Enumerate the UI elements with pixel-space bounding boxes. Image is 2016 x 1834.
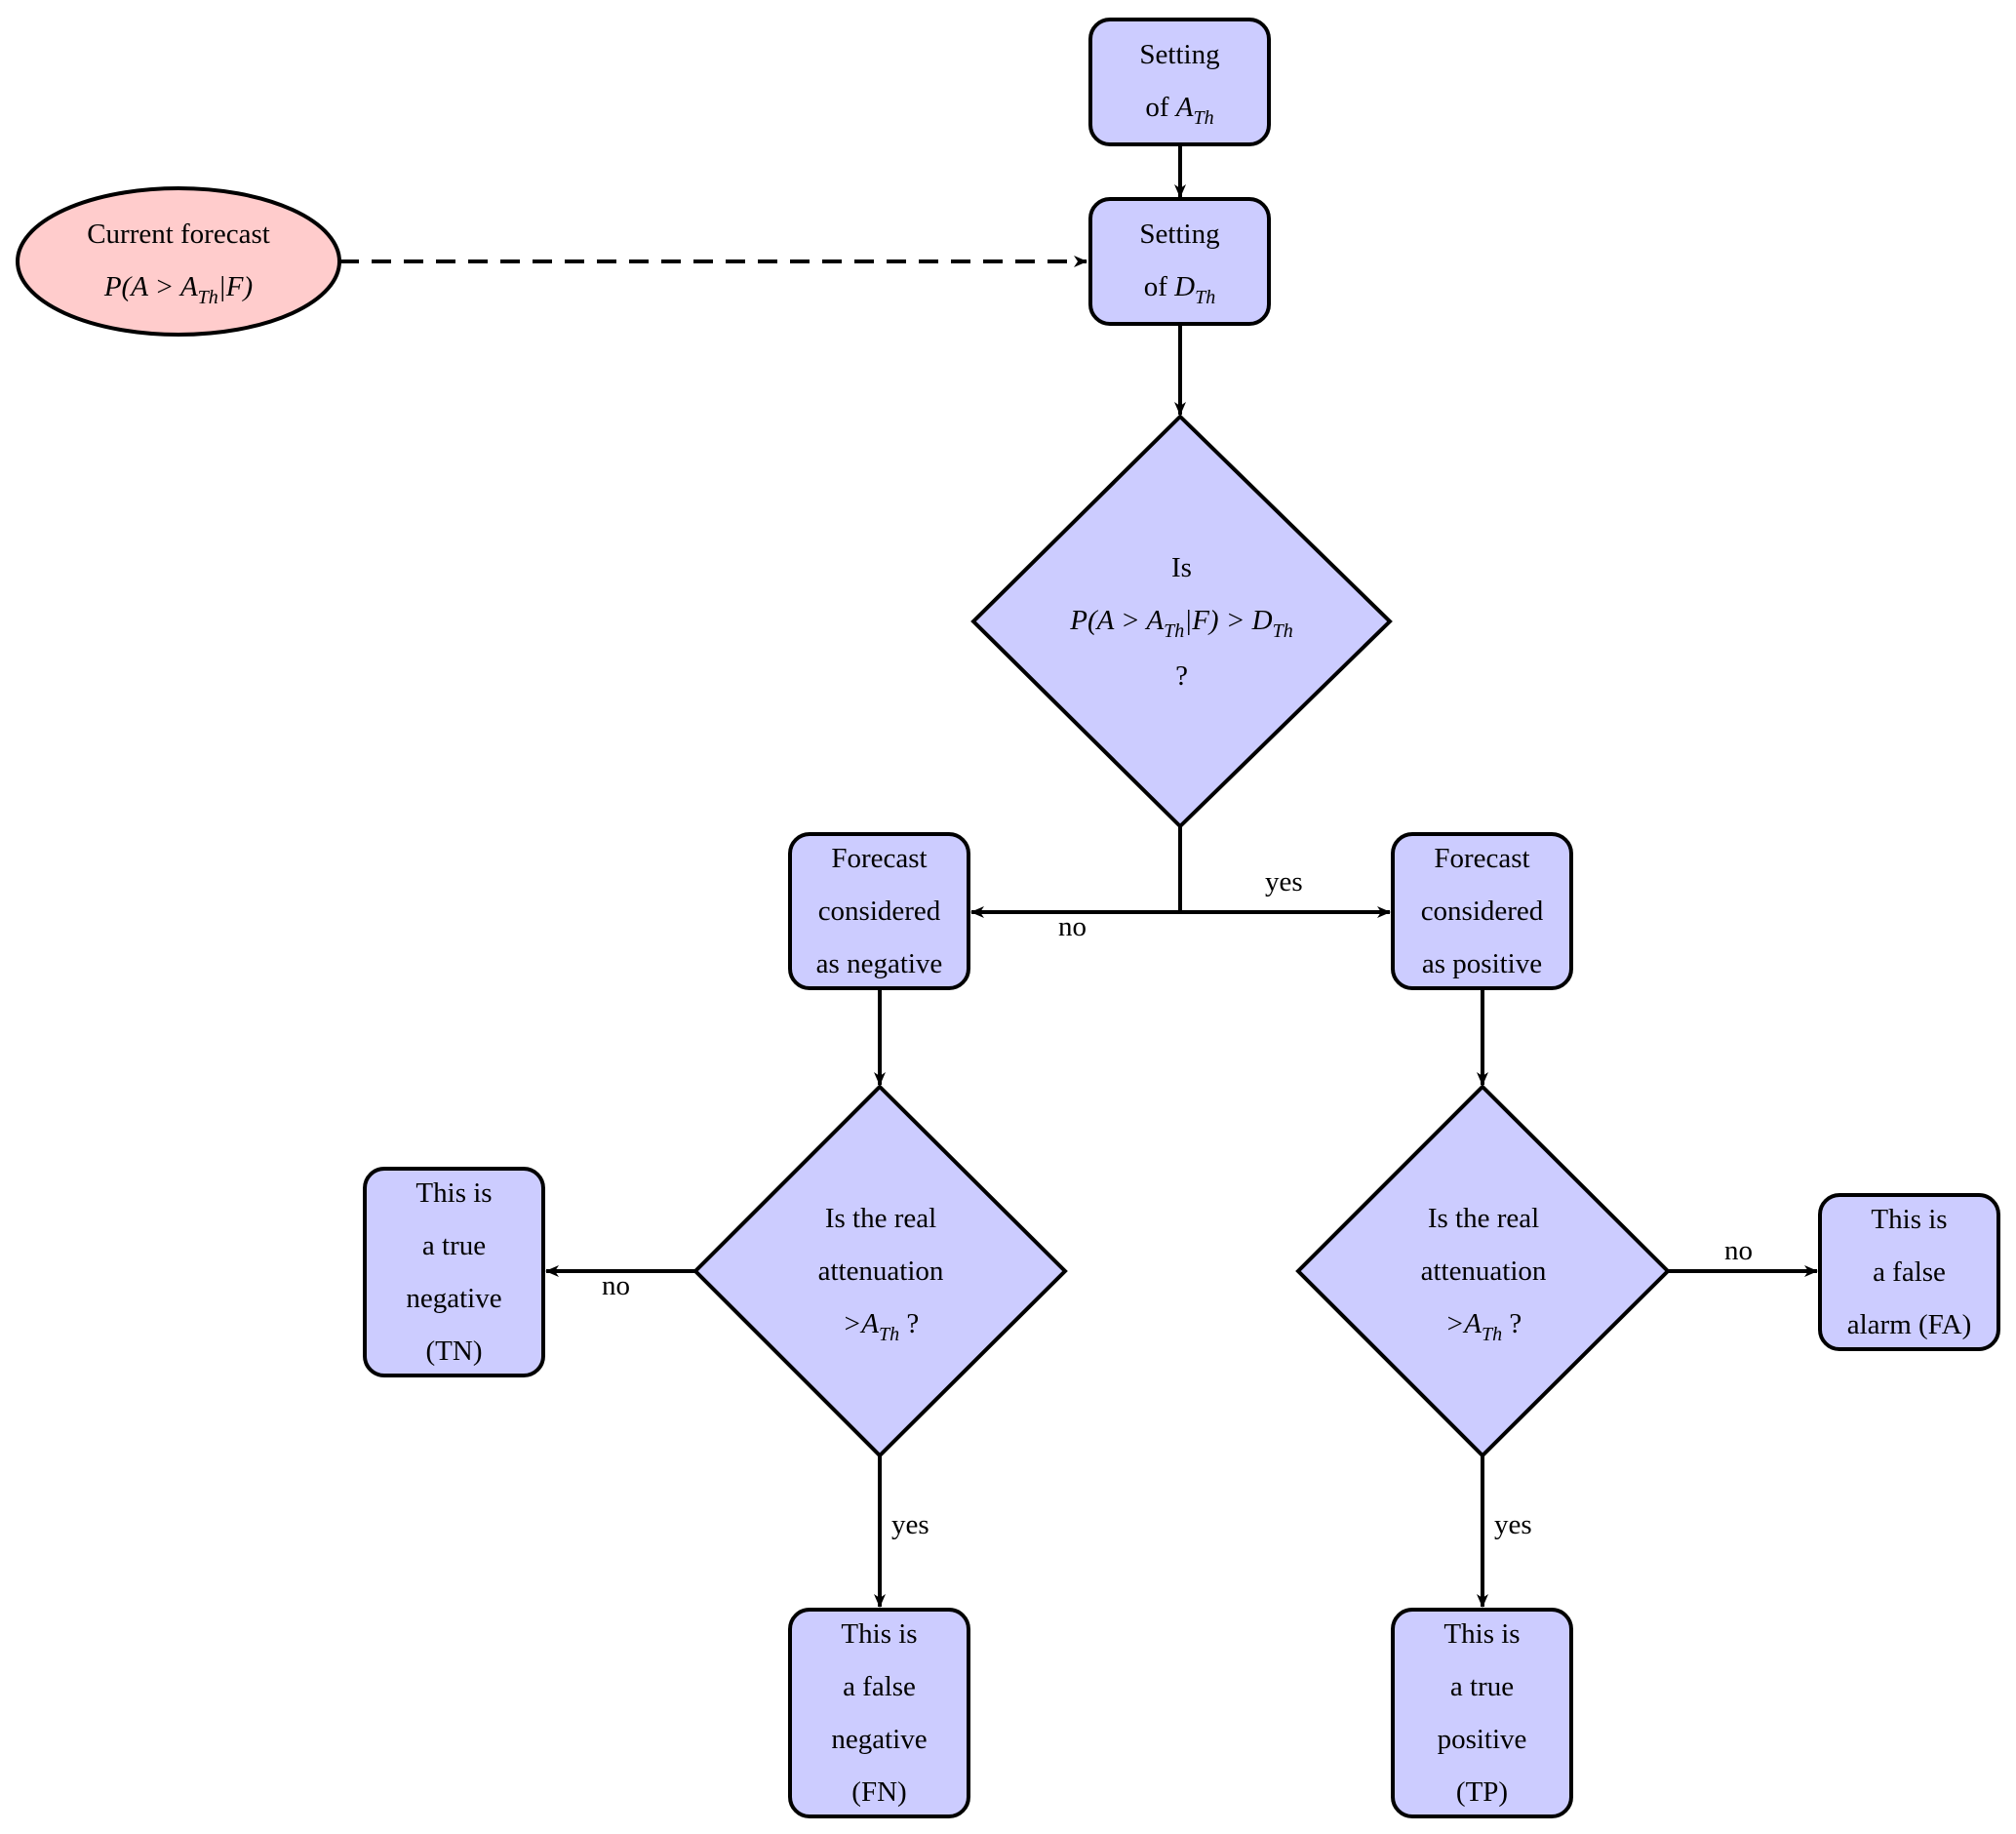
setting-ath-node: Setting of ATh (1090, 20, 1269, 144)
current-forecast-line1: Current forecast (87, 218, 270, 250)
left-decision-line2: attenuation (817, 1255, 944, 1287)
edge-label-main-no: no (1058, 911, 1087, 942)
setting-dth-line2: of DTh (1144, 260, 1216, 316)
true-positive-line: (TP) (1455, 1776, 1509, 1808)
setting-ath-line1: Setting (1139, 38, 1220, 70)
false-negative-line: This is (841, 1618, 918, 1650)
current-forecast-formula-pre: P(A > A (103, 270, 198, 302)
edge-label-right-yes: yes (1494, 1509, 1532, 1540)
main-decision-formula-sub: Th (1164, 619, 1185, 642)
true-positive-node: This is a true positive (TP) (1393, 1610, 1571, 1816)
main-decision-line1: Is (1171, 551, 1192, 583)
false-alarm-box (1818, 1193, 2000, 1351)
setting-ath-var: A (1175, 91, 1194, 123)
forecast-positive-line: as positive (1421, 948, 1543, 979)
current-forecast-formula: P(A > ATh|F) (104, 260, 253, 316)
forecast-positive-line: Forecast (1434, 843, 1530, 874)
forecast-negative-line: considered (817, 896, 941, 927)
edge-label-right-no: no (1724, 1235, 1753, 1266)
main-decision-formula-mid: |F) > D (1184, 604, 1273, 636)
setting-dth-sub: Th (1195, 286, 1216, 308)
true-negative-line: negative (406, 1283, 502, 1314)
right-decision-line3-post: ? (1502, 1307, 1522, 1339)
true-positive-line: a true (1449, 1671, 1515, 1702)
false-alarm-line: This is (1871, 1204, 1948, 1235)
main-decision-formula: P(A > ATh|F) > DTh (1070, 594, 1292, 650)
false-negative-box (788, 1608, 970, 1818)
true-negative-box (363, 1167, 545, 1377)
left-decision-line3-pre: >A (842, 1307, 880, 1339)
false-alarm-node: This is a false alarm (FA) (1820, 1195, 1998, 1349)
forecast-positive-line: considered (1420, 896, 1544, 927)
false-alarm-line: a false (1873, 1256, 1946, 1288)
false-negative-line: negative (831, 1724, 928, 1755)
main-decision-line3: ? (1175, 659, 1188, 692)
setting-ath-prefix: of (1145, 91, 1176, 123)
main-decision-formula-pre: P(A > A (1070, 604, 1165, 636)
current-forecast-formula-post: |F) (217, 270, 254, 302)
left-decision-line3: >ATh ? (843, 1297, 920, 1353)
right-decision-node: Is the real attenuation >ATh ? (1318, 1193, 1649, 1351)
setting-dth-node: Setting of DTh (1090, 199, 1269, 324)
forecast-negative-line: Forecast (831, 843, 928, 874)
left-decision-node: Is the real attenuation >ATh ? (715, 1193, 1047, 1351)
setting-dth-line1: Setting (1139, 218, 1220, 250)
true-negative-line: a true (421, 1230, 487, 1261)
true-positive-line: positive (1437, 1724, 1527, 1755)
right-decision-line1: Is the real (1427, 1202, 1540, 1234)
forecast-negative-node: Forecast considered as negative (790, 834, 968, 988)
current-forecast-formula-sub: Th (197, 286, 218, 308)
false-negative-line: a false (843, 1671, 916, 1702)
forecast-positive-node: Forecast considered as positive (1393, 834, 1571, 988)
false-negative-node: This is a false negative (FN) (790, 1610, 968, 1816)
right-decision-line3-sub: Th (1482, 1323, 1503, 1345)
true-positive-line: This is (1443, 1618, 1521, 1650)
right-decision-line2: attenuation (1420, 1255, 1547, 1287)
edge-label-left-yes: yes (891, 1509, 929, 1540)
setting-dth-prefix: of (1143, 270, 1175, 302)
edge-label-main-yes: yes (1265, 866, 1303, 897)
setting-ath-sub: Th (1193, 106, 1214, 129)
false-alarm-line: alarm (FA) (1846, 1309, 1972, 1340)
setting-dth-var: D (1174, 270, 1196, 302)
left-decision-line1: Is the real (824, 1202, 937, 1234)
current-forecast-node: Current forecast P(A > ATh|F) (18, 188, 339, 335)
forecast-negative-line: as negative (815, 948, 943, 979)
main-decision-formula-sub2: Th (1272, 619, 1293, 642)
right-decision-line3-pre: >A (1444, 1307, 1482, 1339)
edge-label-left-no: no (602, 1270, 630, 1301)
setting-ath-line2: of ATh (1145, 81, 1213, 137)
true-negative-line: This is (415, 1177, 493, 1209)
true-negative-node: This is a true negative (TN) (365, 1169, 543, 1376)
left-decision-line3-post: ? (899, 1307, 920, 1339)
true-negative-line: (TN) (425, 1336, 483, 1367)
left-decision-line3-sub: Th (879, 1323, 900, 1345)
right-decision-line3: >ATh ? (1445, 1297, 1522, 1353)
false-negative-line: (FN) (851, 1776, 907, 1808)
true-positive-box (1391, 1608, 1573, 1818)
main-decision-node: Is P(A > ATh|F) > DTh ? (973, 514, 1390, 729)
